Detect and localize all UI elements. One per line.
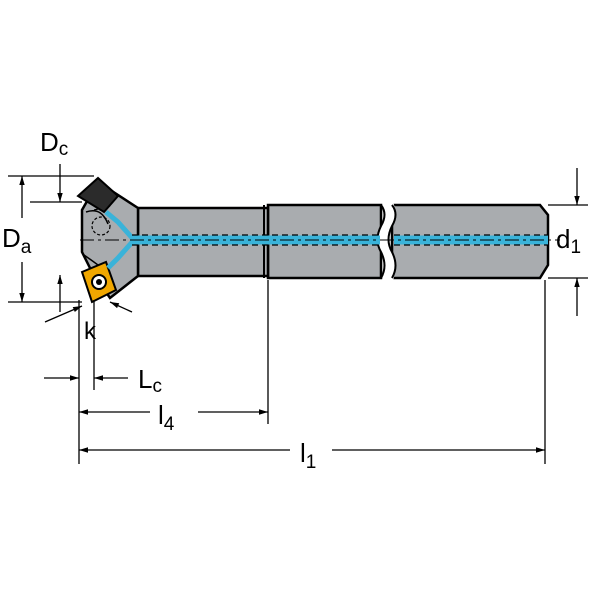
label-lc: Lc: [138, 364, 162, 397]
label-l1: l1: [300, 438, 316, 473]
top-insert: [76, 176, 120, 214]
label-k: k: [84, 318, 97, 345]
label-da: Da: [2, 223, 32, 258]
label-l4: l4: [158, 400, 175, 435]
label-dc: Dc: [40, 127, 68, 160]
dimensions: [8, 164, 588, 464]
shank-break: [377, 200, 396, 283]
label-d1: d1: [556, 224, 581, 258]
